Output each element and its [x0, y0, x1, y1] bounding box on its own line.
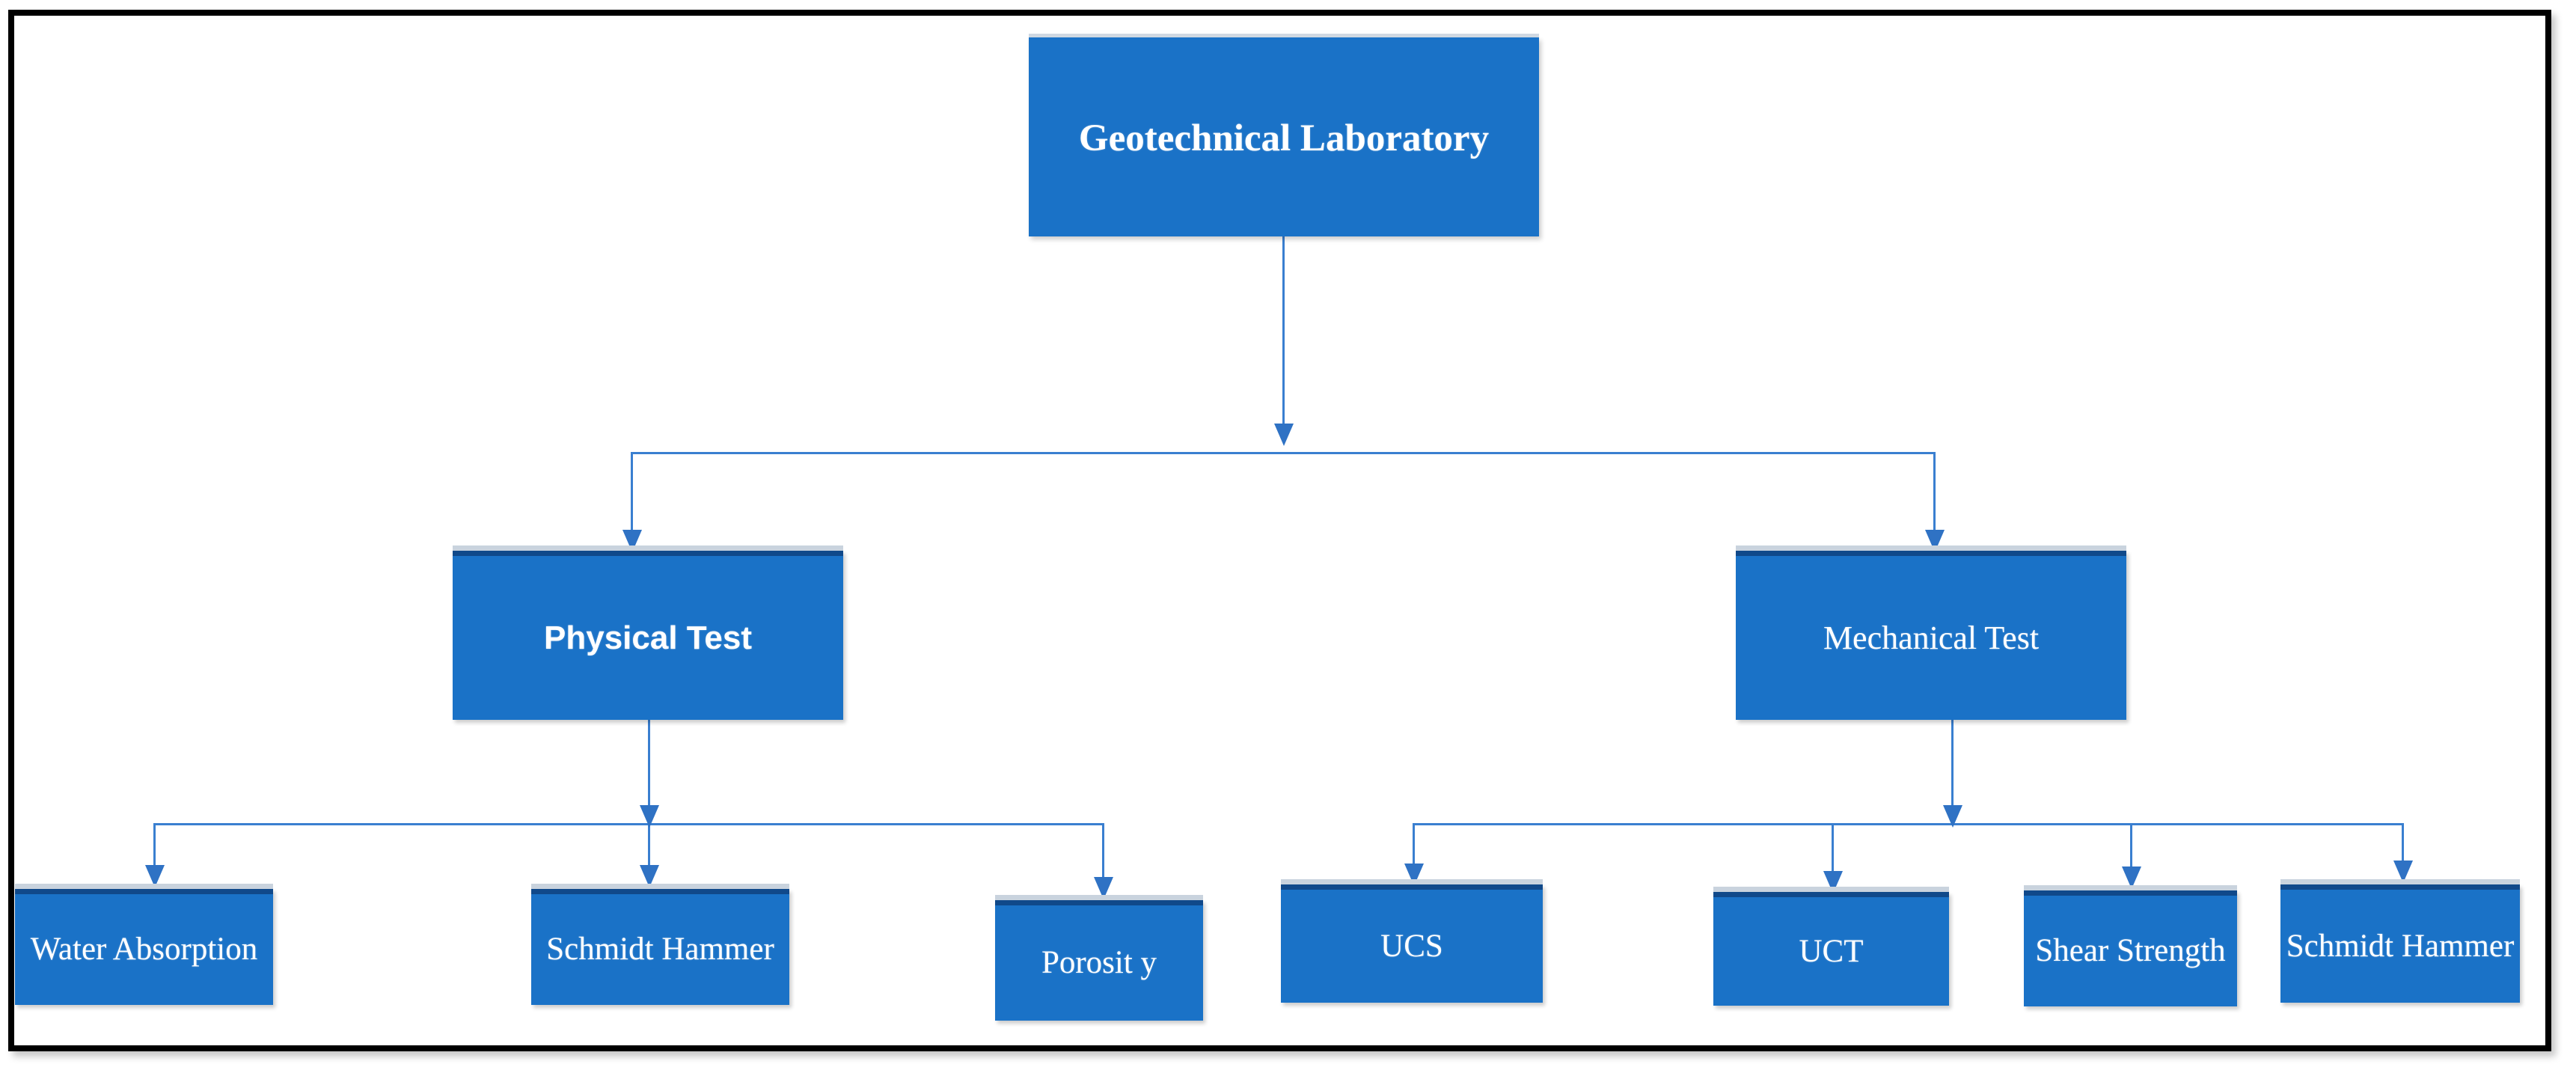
- arrowhead-physical-test: [622, 530, 642, 552]
- connector-level2-bus: [631, 452, 1936, 454]
- arrowhead-schmidt-hammer-left: [640, 865, 659, 887]
- node-uct-label: UCT: [1799, 933, 1864, 969]
- node-physical-test-label: Physical Test: [544, 619, 752, 656]
- node-geotechnical-laboratory[interactable]: Geotechnical Laboratory: [1029, 37, 1539, 236]
- node-ucs-label: UCS: [1380, 928, 1443, 964]
- arrowhead-shear-strength: [2122, 866, 2141, 889]
- connector-to-mechanical-test: [1933, 452, 1936, 534]
- connector-to-schmidt-hammer-right: [2402, 823, 2404, 865]
- connector-to-porosity: [1102, 823, 1104, 881]
- connector-root-stem: [1282, 236, 1285, 428]
- arrowhead-uct: [1823, 871, 1843, 893]
- node-ucs[interactable]: UCS: [1281, 884, 1543, 1003]
- connector-to-uct: [1832, 823, 1834, 875]
- node-geotechnical-laboratory-label: Geotechnical Laboratory: [1078, 117, 1490, 159]
- arrowhead-water-absorption: [145, 865, 165, 887]
- node-porosity[interactable]: Porosit y: [995, 900, 1203, 1021]
- node-shear-strength[interactable]: Shear Strength: [2024, 890, 2237, 1006]
- node-water-absorption[interactable]: Water Absorption: [15, 889, 273, 1005]
- node-schmidt-hammer-physical-label: Schmidt Hammer: [546, 932, 774, 968]
- connector-mechanical-bus: [1413, 823, 2404, 825]
- arrowhead-porosity: [1094, 877, 1113, 899]
- connector-to-shear-strength: [2130, 823, 2132, 871]
- node-mechanical-test[interactable]: Mechanical Test: [1736, 551, 2126, 720]
- node-schmidt-hammer-physical[interactable]: Schmidt Hammer: [531, 889, 789, 1005]
- arrowhead-physical-stem: [640, 805, 659, 828]
- arrowhead-mechanical-test: [1925, 530, 1945, 552]
- connector-to-schmidt-hammer-left: [648, 823, 650, 869]
- node-schmidt-hammer-mechanical-label: Schmidt Hammer: [2286, 928, 2515, 964]
- arrowhead-root-stem: [1274, 424, 1294, 446]
- connector-to-water-absorption: [153, 823, 156, 869]
- arrowhead-mechanical-stem: [1943, 805, 1962, 828]
- node-porosity-label: Porosit y: [1041, 945, 1157, 981]
- node-mechanical-test-label: Mechanical Test: [1823, 619, 2040, 656]
- node-water-absorption-label: Water Absorption: [30, 932, 258, 968]
- connector-physical-stem: [648, 720, 650, 817]
- node-shear-strength-label: Shear Strength: [2035, 933, 2226, 969]
- node-physical-test[interactable]: Physical Test: [453, 551, 843, 720]
- node-schmidt-hammer-mechanical[interactable]: Schmidt Hammer: [2280, 884, 2520, 1003]
- connector-physical-bus: [153, 823, 1104, 825]
- node-uct[interactable]: UCT: [1713, 892, 1949, 1006]
- connector-mechanical-stem: [1951, 720, 1954, 817]
- connector-to-physical-test: [631, 452, 633, 534]
- arrowhead-schmidt-hammer-right: [2393, 861, 2413, 883]
- connector-to-ucs: [1413, 823, 1415, 868]
- arrowhead-ucs: [1404, 864, 1424, 886]
